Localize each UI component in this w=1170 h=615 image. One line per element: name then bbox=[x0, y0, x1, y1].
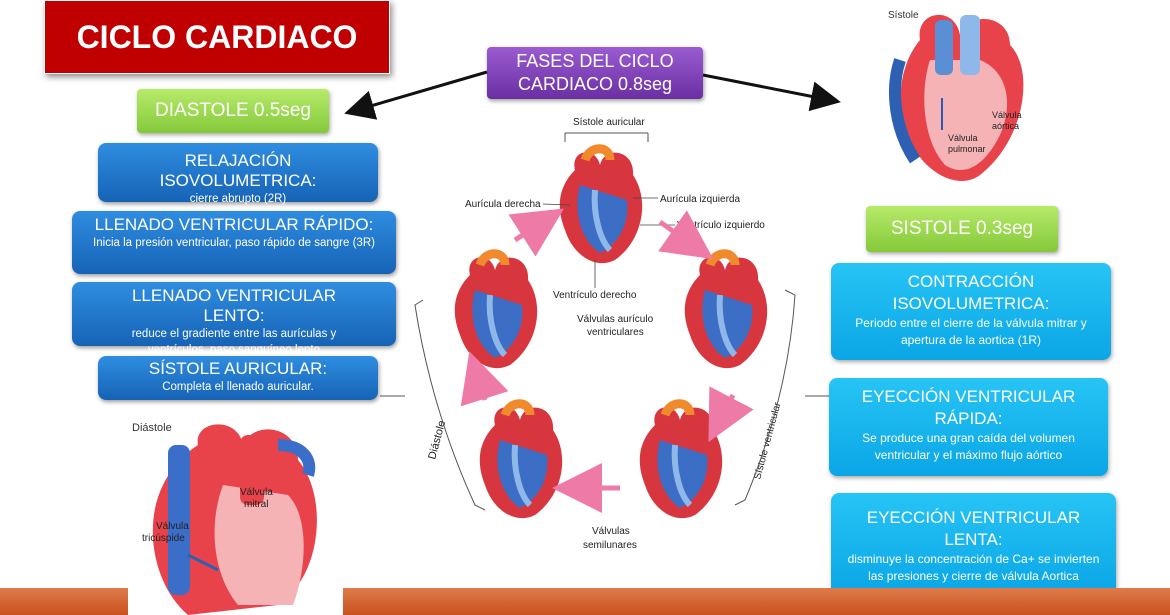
cycle-arrow-1 bbox=[508, 208, 565, 257]
diastole-item-3-desc: reduce el gradiente entre las aurículas … bbox=[131, 328, 337, 356]
bracket-sistole-ventricular bbox=[734, 289, 796, 506]
diastole-item-2: LLENADO VENTRICULAR RÁPIDO: Inicia la pr… bbox=[72, 211, 396, 274]
sistole-item-2-title-2: RÁPIDA: bbox=[934, 409, 1003, 428]
sistole-item-3-title: EYECCIÓN VENTRICULAR LENTA: bbox=[866, 508, 1081, 549]
label-valvula-tricuspide-2: tricúspide bbox=[142, 533, 185, 544]
diastole-item-4: SÍSTOLE AURICULAR: Completa el llenado a… bbox=[98, 356, 378, 400]
label-valvula-aortica-1: Válvula bbox=[992, 110, 1022, 120]
phases-line-2: CARDIACO 0.8seg bbox=[517, 74, 673, 94]
diastole-heart-illustration: Diástole Válvula mitral Válvula tricúspi… bbox=[128, 415, 343, 615]
label-valvula-aortica-2: aórtica bbox=[992, 121, 1019, 131]
heart-left-upper bbox=[455, 254, 537, 368]
diastole-item-2-title: LLENADO VENTRICULAR RÁPIDO: bbox=[94, 215, 374, 234]
label-sistole-auricular: Sístole auricular bbox=[573, 117, 645, 128]
diastole-item-2-desc: Inicia la presión ventricular, paso rápi… bbox=[93, 237, 375, 249]
sistole-item-1-title-2: ISOVOLUMETRICA: bbox=[892, 294, 1050, 313]
label-valvula-tricuspide-1: Válvula bbox=[156, 521, 189, 532]
sistole-heart-caption: Sístole bbox=[888, 10, 919, 21]
sistole-item-3-desc: disminuye la concentración de Ca+ se inv… bbox=[847, 552, 1100, 583]
diastole-item-1-title: RELAJACIÓN ISOVOLUMETRICA: bbox=[159, 151, 317, 190]
label-valvula-pulmonar-1: Válvula bbox=[948, 133, 978, 143]
diastole-item-4-desc: Completa el llenado auricular. bbox=[162, 381, 314, 393]
sistole-item-3: EYECCIÓN VENTRICULAR LENTA: disminuye la… bbox=[831, 493, 1116, 595]
sistole-label: SISTOLE 0.3seg bbox=[866, 206, 1058, 252]
sistole-item-2-desc: Se produce una gran caída del volumen ve… bbox=[862, 431, 1075, 462]
label-valvula-mitral-2: mitral bbox=[244, 499, 268, 510]
diastole-heart-caption: Diástole bbox=[132, 422, 172, 434]
cycle-arrow-5 bbox=[460, 351, 509, 407]
label-auricula-izquierda: Aurícula izquierda bbox=[660, 194, 740, 205]
heart-left-lower bbox=[480, 404, 562, 518]
label-valvulas-av-2: ventriculares bbox=[587, 327, 644, 338]
label-valvula-mitral-1: Válvula bbox=[240, 487, 273, 498]
label-diastole-arc: Diástole bbox=[426, 419, 448, 461]
sistole-item-1: CONTRACCIÓN ISOVOLUMETRICA: Periodo entr… bbox=[831, 263, 1111, 360]
label-valvulas-sl-2: semilunares bbox=[583, 540, 637, 551]
bracket-diastole bbox=[414, 299, 486, 511]
sistole-item-2-title-1: EYECCIÓN VENTRICULAR bbox=[861, 387, 1076, 406]
label-ventriculo-derecho: Ventrículo derecho bbox=[553, 290, 637, 301]
sistole-item-1-desc: Periodo entre el cierre de la válvula mi… bbox=[855, 316, 1087, 347]
diastole-label: DIASTOLE 0.5seg bbox=[137, 89, 329, 133]
phases-box: FASES DEL CICLO CARDIACO 0.8seg bbox=[487, 47, 703, 99]
sistole-heart-illustration: Sístole Válvula aórtica Válvula pulmonar bbox=[860, 0, 1050, 195]
cycle-arrow-3 bbox=[708, 386, 754, 443]
diastole-item-1: RELAJACIÓN ISOVOLUMETRICA: cierre abrupt… bbox=[98, 143, 378, 205]
diastole-item-1-desc: cierre abrupto (2R) bbox=[189, 193, 287, 205]
heart-right-upper bbox=[685, 254, 767, 368]
heart-top bbox=[560, 149, 642, 263]
diastole-item-4-title: SÍSTOLE AURICULAR: bbox=[148, 359, 328, 378]
diastole-item-3: LLENADO VENTRICULAR LENTO: reduce el gra… bbox=[72, 282, 396, 356]
arrow-to-sistole bbox=[702, 73, 841, 112]
sistole-item-1-title-1: CONTRACCIÓN bbox=[907, 272, 1035, 291]
sistole-item-2: EYECCIÓN VENTRICULAR RÁPIDA: Se produce … bbox=[829, 378, 1108, 476]
phases-line-1: FASES DEL CICLO bbox=[516, 51, 674, 71]
diastole-item-3-title: LLENADO VENTRICULAR LENTO: bbox=[131, 286, 337, 325]
label-valvula-pulmonar-2: pulmonar bbox=[948, 144, 986, 154]
label-auricula-derecha: Aurícula derecha bbox=[465, 199, 541, 210]
cardiac-cycle-figure: Sístole auricular Aurícula derecha Auríc… bbox=[414, 117, 796, 551]
heart-right-lower bbox=[640, 404, 722, 518]
arrow-to-diastole bbox=[344, 70, 488, 120]
cycle-arrow-2 bbox=[658, 210, 714, 260]
label-ventriculo-izquierdo: Ventrículo izquierdo bbox=[677, 220, 765, 231]
label-valvulas-sl-1: Válvulas bbox=[592, 526, 630, 537]
page-title: CICLO CARDIACO bbox=[44, 0, 390, 74]
label-valvulas-av-1: Válvulas aurículo bbox=[577, 314, 654, 325]
